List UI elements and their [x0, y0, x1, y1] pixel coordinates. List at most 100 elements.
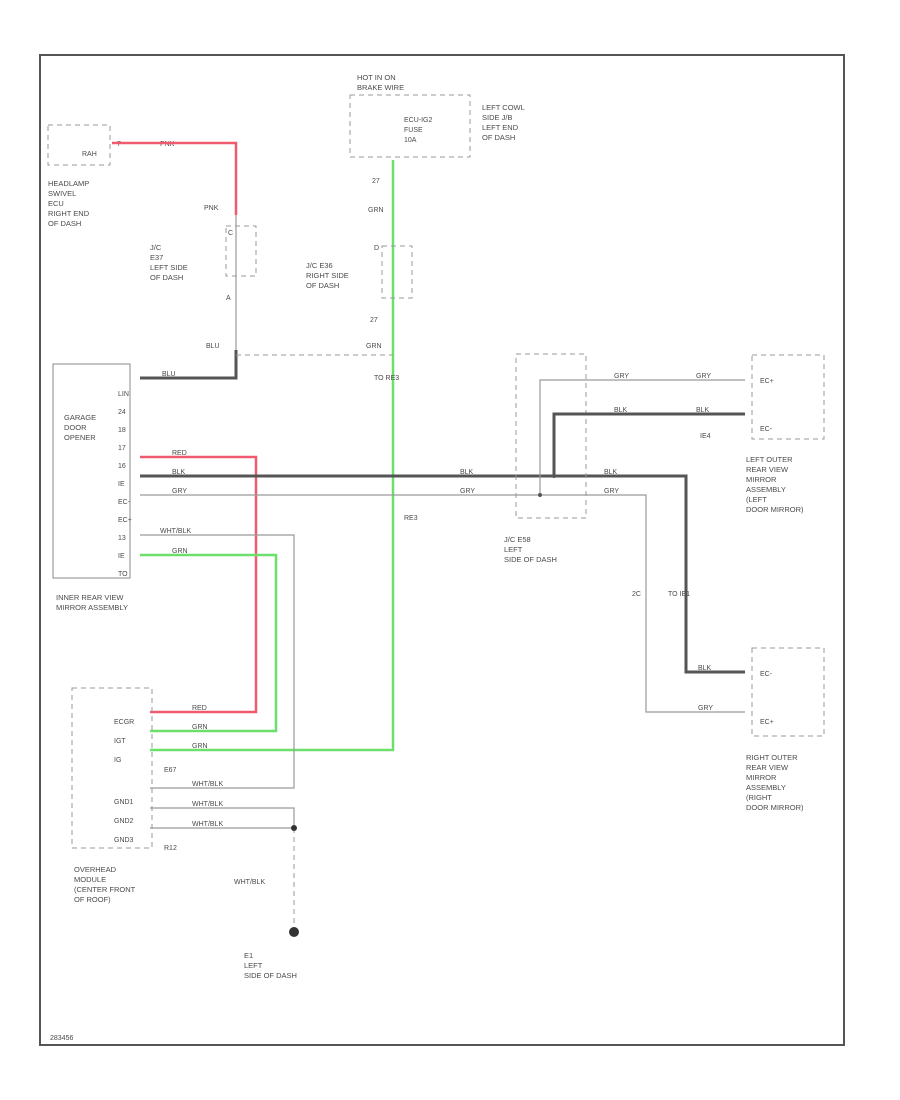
- inner-mirror-pin: 16: [118, 463, 126, 470]
- hot-wire-label: GRN: [368, 207, 384, 214]
- inner-mirror-pin: IE: [118, 481, 125, 488]
- overhead-wire-label: GRN: [192, 724, 208, 731]
- inner-mirror-box: [52, 363, 131, 579]
- right-mirror-box: [751, 647, 825, 737]
- jc-e36-pin-top: D: [374, 245, 379, 252]
- wht-blk-wire: [140, 534, 295, 789]
- overhead-pin: IGT: [114, 738, 126, 745]
- headlamp-wire-label: PNK: [160, 141, 175, 148]
- jc-e36-wire: GRN: [366, 343, 382, 350]
- blu-label: BLU: [206, 343, 220, 350]
- inner-wire-gry: GRY: [172, 488, 187, 495]
- right-mirror-wire-blk: BLK: [698, 665, 712, 672]
- jc-e36-box: [381, 245, 413, 299]
- e58-junction-gry: [538, 493, 542, 497]
- overhead-pins: ECGRIGTIGGND1GND2GND3REDGRNGRNWHT/BLKWHT…: [114, 705, 223, 844]
- jc-e36-to: TO RE3: [374, 375, 399, 382]
- left-mirror-pin-ecminus: EC-: [760, 426, 773, 433]
- hot-fuse-box: [349, 94, 471, 158]
- grn-wire-inner: [140, 553, 278, 733]
- inner-mirror-pin: 17: [118, 445, 126, 452]
- overhead-wire-label: GRN: [192, 743, 208, 750]
- overhead-conn2: E67: [164, 767, 177, 774]
- right-mirror-pin-ecplus: EC+: [760, 719, 774, 726]
- right-mirror-conn-a: 2C: [632, 591, 641, 598]
- left-mirror-box: [751, 354, 825, 440]
- right-mirror-wire-gry: GRY: [698, 705, 713, 712]
- e58-blk-branch: [552, 412, 745, 476]
- left-mirror-pin-ecplus: EC+: [760, 378, 774, 385]
- jc-e58-box: [515, 353, 587, 519]
- inner-mirror-pin: EC-: [118, 499, 131, 506]
- jc-e37-box: [225, 225, 257, 277]
- e58-junction-blk: [552, 474, 556, 478]
- left-mirror-wire-2: GRY: [696, 373, 711, 380]
- overhead-box: [71, 687, 153, 849]
- ground-icon: [289, 927, 299, 937]
- left-mirror-wire-6: GRY: [604, 488, 619, 495]
- left-mirror-wire-3: BLK: [614, 407, 628, 414]
- overhead-wire-label: WHT/BLK: [192, 821, 223, 828]
- jc-e37-pin-bot: A: [226, 295, 231, 302]
- blu-wire: [140, 350, 238, 380]
- headlamp-pin-no: 7: [117, 141, 121, 148]
- gnd-splice: [291, 825, 297, 831]
- left-mirror-wire-5: BLK: [604, 469, 618, 476]
- gry-wire-main: [140, 494, 745, 713]
- blk-wire-main: [140, 474, 745, 674]
- jc-e58-wire-blk: BLK: [460, 469, 474, 476]
- inner-wire-blk: BLK: [172, 469, 186, 476]
- pnk-junction-label: PNK: [204, 205, 219, 212]
- left-mirror-connector: IE4: [700, 433, 711, 440]
- right-mirror-conn-b: TO IE1: [668, 591, 690, 598]
- gnd-wire-1: [150, 807, 295, 828]
- hot-pin: 27: [372, 178, 380, 185]
- inner-wire-wht: WHT/BLK: [160, 528, 191, 535]
- inner-mirror-pin: EC+: [118, 517, 132, 524]
- red-wire: [140, 455, 258, 714]
- overhead-pin: ECGR: [114, 719, 134, 726]
- overhead-pin: IG: [114, 757, 121, 764]
- inner-mirror-pin: LIN: [118, 391, 129, 398]
- pnk-wire: [112, 141, 238, 215]
- jc-e58-pin: RE3: [404, 515, 418, 522]
- inner-mirror-pin: 18: [118, 427, 126, 434]
- overhead-wire-label: RED: [192, 705, 207, 712]
- inner-wire-red: RED: [172, 450, 187, 457]
- overhead-pin: GND1: [114, 799, 134, 806]
- right-mirror-pin-ecminus: EC-: [760, 671, 773, 678]
- overhead-wire-label: WHT/BLK: [192, 801, 223, 808]
- jc-e37-pin-top: C: [228, 230, 233, 237]
- inner-wire-grn: GRN: [172, 548, 188, 555]
- overhead-connector: R12: [164, 845, 177, 852]
- left-mirror-wire-4: BLK: [696, 407, 710, 414]
- e58-gry-branch: [539, 379, 745, 495]
- headlamp-ecu-box: [47, 124, 111, 166]
- headlamp-pin: RAH: [82, 151, 97, 158]
- figure-id: 283456: [50, 1035, 73, 1042]
- inner-mirror-pin: 24: [118, 409, 126, 416]
- jc-e58-wire-gry: GRY: [460, 488, 475, 495]
- diagram-frame: [39, 54, 845, 1046]
- overhead-pin: GND2: [114, 818, 134, 825]
- jc-e36-pin-no: 27: [370, 317, 378, 324]
- inner-mirror-pin: IE: [118, 553, 125, 560]
- left-mirror-wire-1: GRY: [614, 373, 629, 380]
- overhead-wire-label: WHT/BLK: [192, 781, 223, 788]
- gnd-wire-label: WHT/BLK: [234, 879, 265, 886]
- grn-main-wire: [150, 160, 395, 752]
- inner-mirror-pin: 13: [118, 535, 126, 542]
